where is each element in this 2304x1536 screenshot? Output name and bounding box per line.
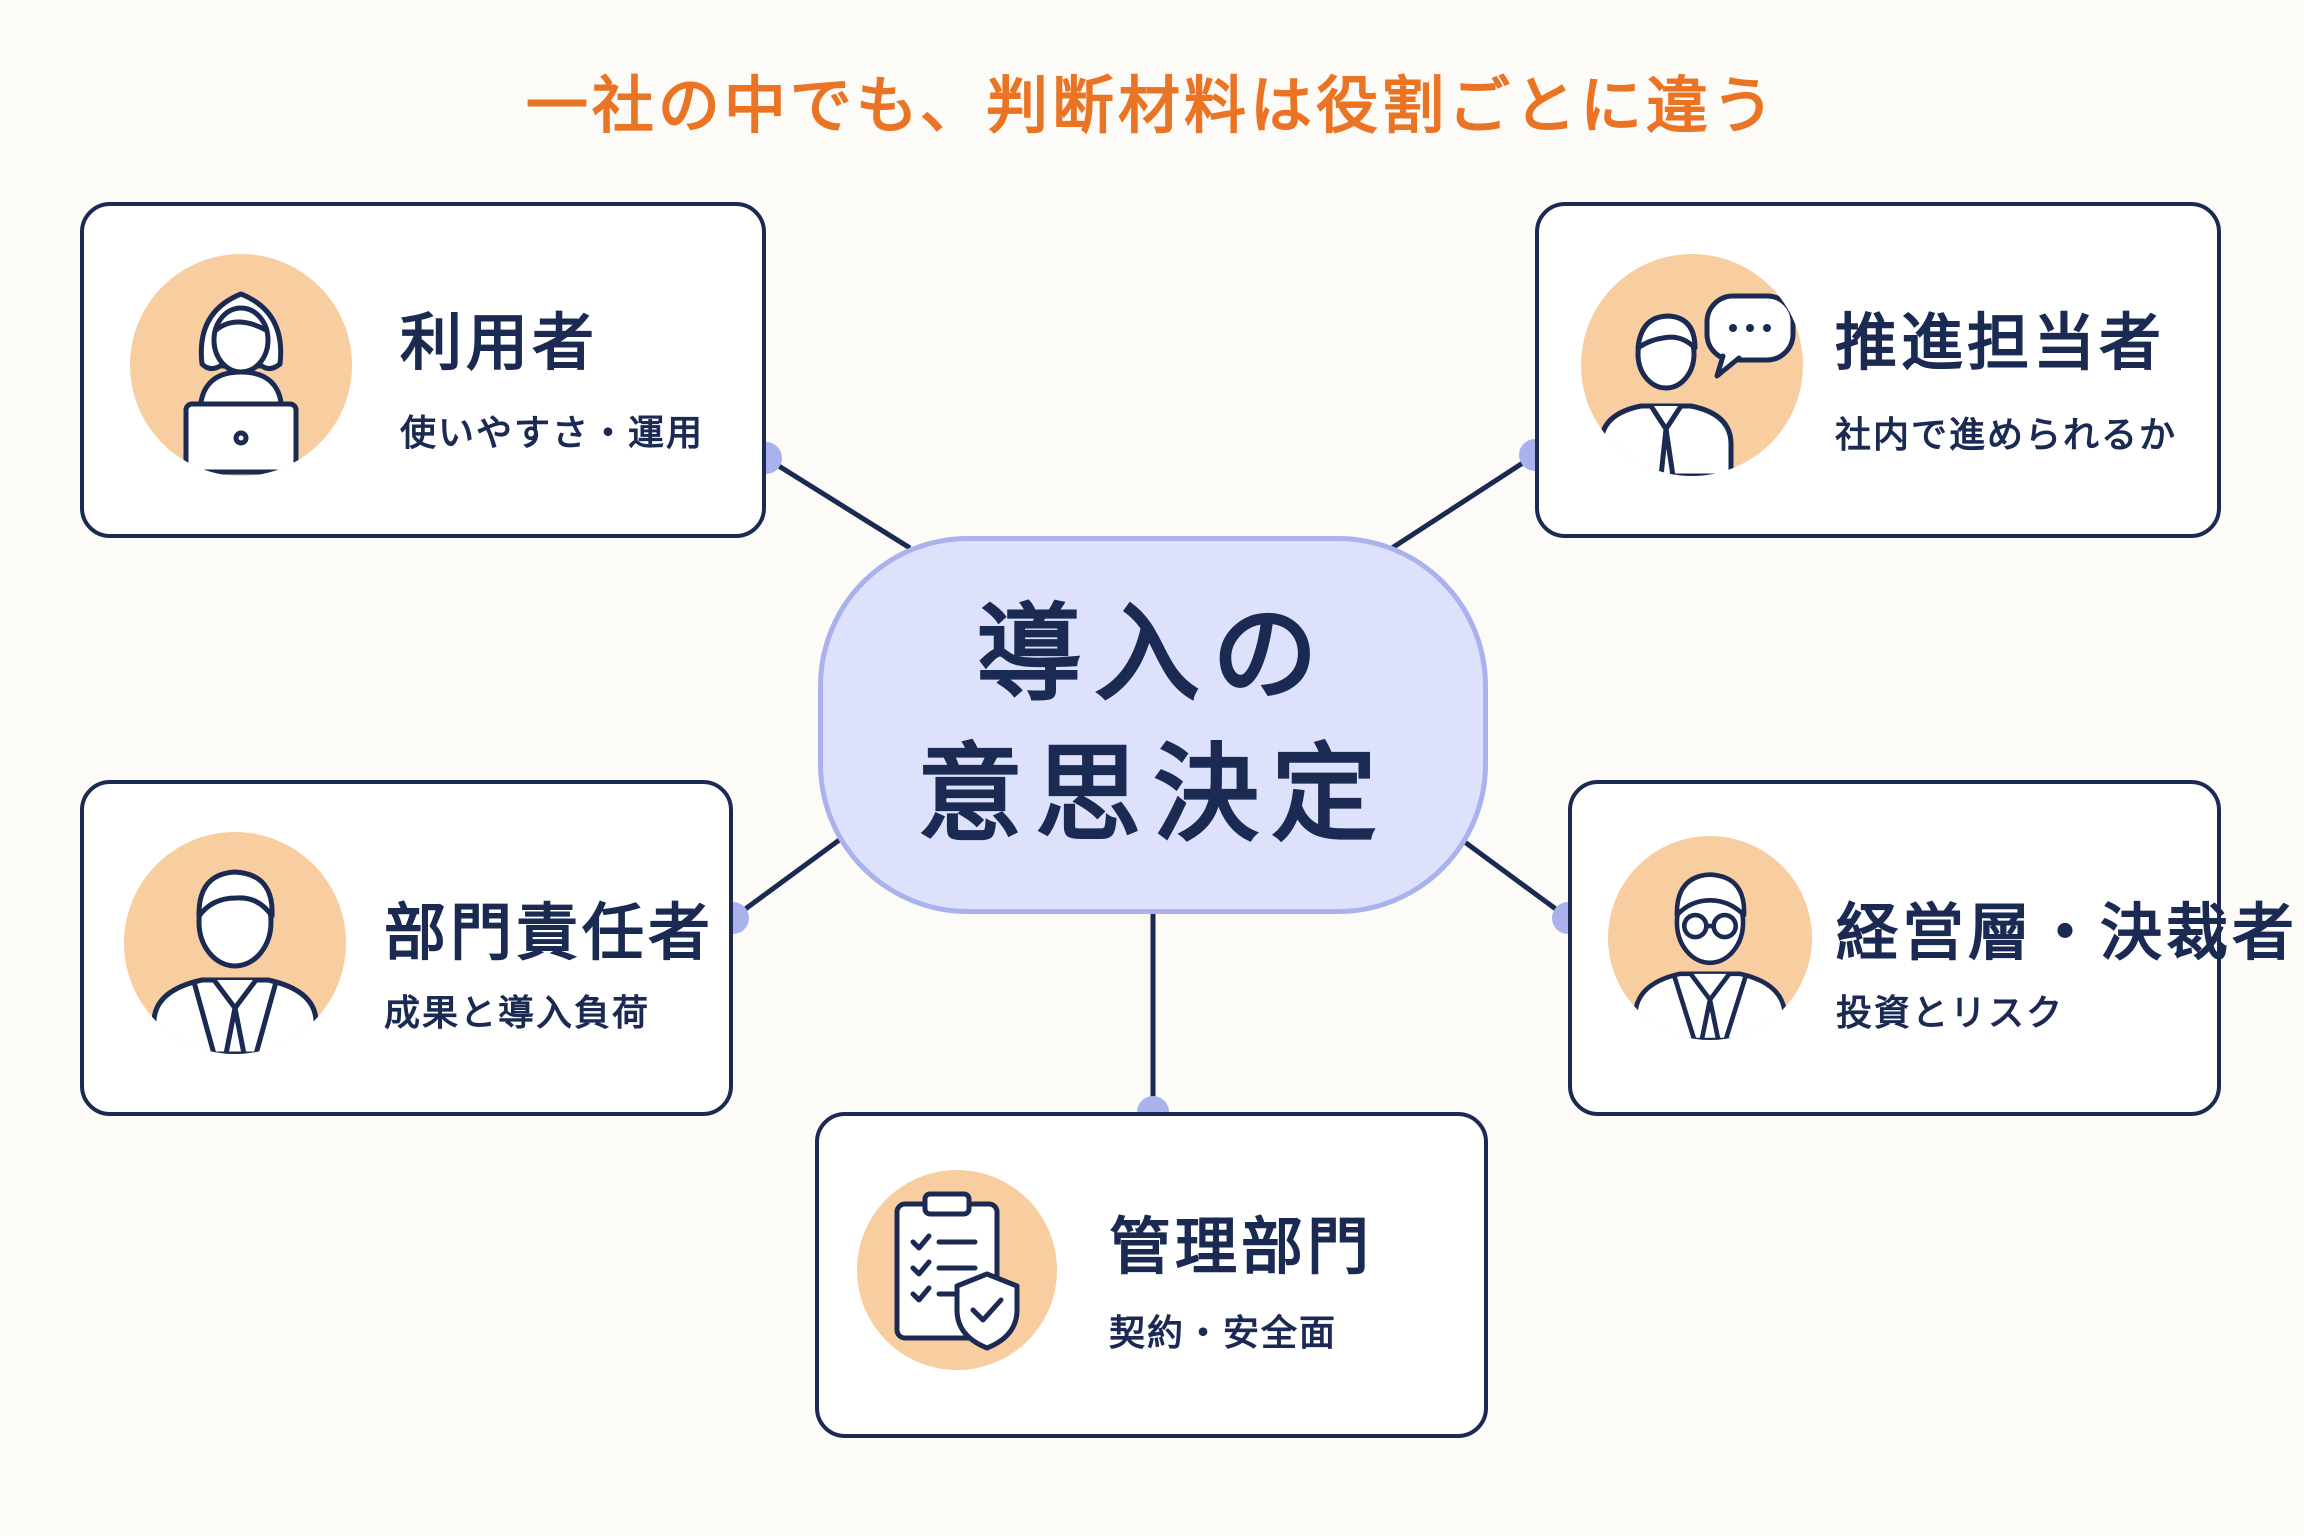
role-card-user: 利用者 使いやすさ・運用 xyxy=(80,202,766,538)
person-with-speech-bubble-icon xyxy=(1581,254,1803,476)
connector-user xyxy=(764,455,912,551)
center-node-decision: 導入の 意思決定 xyxy=(818,536,1488,914)
role-description: 成果と導入負荷 xyxy=(384,993,651,1034)
page-title: 一社の中でも、判断材料は役割ごとに違う xyxy=(525,69,1779,142)
person-with-laptop-icon xyxy=(130,254,352,476)
center-label-line2: 意思決定 xyxy=(917,733,1389,856)
clipboard-checklist-shield-icon xyxy=(857,1170,1057,1370)
role-name: 利用者 xyxy=(400,306,599,379)
role-card-promoter: 推進担当者 社内で進められるか xyxy=(1535,202,2221,538)
connector-dept-head xyxy=(731,835,844,921)
role-description: 社内で進められるか xyxy=(1835,415,2178,456)
connector-promoter xyxy=(1390,452,1537,551)
role-card-admin: 管理部門 契約・安全面 xyxy=(815,1112,1488,1438)
role-description: 使いやすさ・運用 xyxy=(400,413,705,454)
role-name: 管理部門 xyxy=(1109,1210,1374,1283)
role-name: 推進担当者 xyxy=(1835,306,2166,379)
role-description: 投資とリスク xyxy=(1836,993,2065,1034)
center-label-line1: 導入の xyxy=(976,593,1330,716)
connector-executive xyxy=(1460,837,1570,921)
role-card-dept-head: 部門責任者 成果と導入負荷 xyxy=(80,780,733,1116)
businessman-with-glasses-icon xyxy=(1608,836,1812,1040)
businessman-icon xyxy=(124,832,346,1054)
role-name: 部門責任者 xyxy=(384,896,715,969)
role-description: 契約・安全面 xyxy=(1109,1313,1338,1354)
role-card-executive: 経営層・決裁者 投資とリスク xyxy=(1568,780,2294,1116)
role-name: 経営層・決裁者 xyxy=(1836,896,2299,969)
